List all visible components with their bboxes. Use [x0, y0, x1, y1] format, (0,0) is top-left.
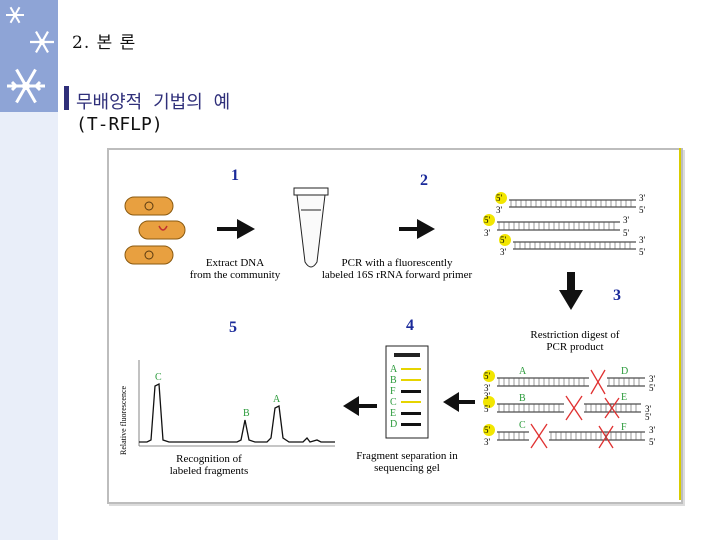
svg-text:5': 5'	[649, 383, 656, 393]
gel-band	[401, 390, 421, 393]
extract-label: Extract DNA	[206, 257, 264, 269]
gel-band-label: D	[390, 419, 397, 430]
snowflake-icon	[30, 31, 54, 53]
step-number-4: 4	[406, 317, 414, 334]
svg-text:3': 3'	[623, 215, 630, 225]
snowflake-icon	[6, 6, 24, 24]
svg-text:5': 5'	[639, 205, 646, 215]
fragment-label: B	[519, 393, 526, 404]
svg-text:5': 5'	[645, 412, 652, 422]
recognition-label: Recognition of	[176, 453, 242, 465]
fragment-label: A	[519, 366, 527, 377]
svg-text:3': 3'	[484, 383, 491, 393]
fragment-label: E	[621, 392, 627, 403]
svg-text:5': 5'	[496, 193, 503, 203]
svg-text:3': 3'	[496, 205, 503, 215]
svg-text:5': 5'	[484, 425, 491, 435]
svg-text:5': 5'	[639, 247, 646, 257]
subtitle-method-name: (T-RFLP)	[76, 114, 163, 135]
svg-text:5': 5'	[649, 437, 656, 447]
svg-text:3': 3'	[649, 374, 656, 384]
gel-band-label: A	[390, 364, 398, 375]
arrow-left-icon	[343, 396, 377, 416]
gel-band-label: E	[390, 408, 396, 419]
diagram-canvas: 1 2 3 4 5 Extract DNA from the community…	[119, 167, 656, 477]
pcr-products: 5' 3' 5' 3' 5' 3' 3' 5' 3' 5' 3' 5'	[483, 192, 646, 257]
pcr-tube-icon	[293, 187, 329, 268]
svg-text:3': 3'	[639, 235, 646, 245]
gel-label: Fragment separation in	[356, 450, 458, 462]
electropherogram-trace	[139, 382, 335, 443]
svg-text:3': 3'	[500, 247, 507, 257]
sidebar-decoration	[0, 0, 58, 540]
gel-label: sequencing gel	[374, 462, 440, 474]
step-number-2: 2	[420, 172, 428, 189]
pcr-label: labeled 16S rRNA forward primer	[322, 269, 473, 281]
svg-text:5': 5'	[500, 235, 507, 245]
peak-label: A	[273, 394, 281, 405]
gel-band	[401, 412, 421, 415]
step-number-1: 1	[231, 167, 239, 184]
fragment-label: C	[519, 420, 526, 431]
pcr-label: PCR with a fluorescently	[342, 257, 453, 269]
slide-edge-line	[679, 148, 681, 500]
recognition-label: labeled fragments	[170, 465, 249, 477]
digested-fragments: 5' 3' 3' 5' 5' 3' 3' 5' 3' 5' 3' 5'	[483, 366, 656, 449]
arrow-icon	[399, 219, 435, 239]
page-title: 2. 본 론	[72, 33, 137, 53]
arrow-icon	[217, 219, 255, 239]
step-number-3: 3	[613, 287, 621, 304]
svg-text:5': 5'	[484, 371, 491, 381]
t-rflp-diagram: 1 2 3 4 5 Extract DNA from the community…	[107, 148, 683, 504]
gel-band-label: B	[390, 375, 397, 386]
arrow-left-icon	[443, 392, 475, 412]
peak-label: C	[155, 372, 162, 383]
snowflake-icon	[7, 68, 45, 104]
peak-label: B	[243, 408, 250, 419]
y-axis-label: Relative fluorescence	[119, 385, 128, 455]
svg-text:3': 3'	[484, 391, 491, 401]
digest-label: PCR product	[546, 341, 603, 353]
gel-band	[401, 368, 421, 370]
arrow-down-icon	[559, 272, 583, 310]
subtitle-bullet-bar	[64, 86, 69, 110]
svg-text:3': 3'	[649, 425, 656, 435]
extract-label: from the community	[190, 269, 281, 281]
fragment-label: D	[621, 366, 628, 377]
svg-text:3': 3'	[639, 193, 646, 203]
gel-band	[401, 423, 421, 426]
svg-text:3': 3'	[645, 404, 652, 414]
gel-band-label: F	[390, 386, 396, 397]
svg-text:5': 5'	[623, 228, 630, 238]
fragment-label: F	[621, 422, 627, 433]
electropherogram: Relative fluorescence C B A	[119, 360, 335, 455]
svg-text:5': 5'	[484, 404, 491, 414]
gel-band	[401, 379, 421, 381]
gel-band	[401, 401, 421, 403]
bacteria-cells	[124, 196, 186, 265]
svg-text:5': 5'	[484, 215, 491, 225]
gel-band-label: C	[390, 397, 397, 408]
svg-text:3': 3'	[484, 437, 491, 447]
digest-label: Restriction digest of	[530, 329, 620, 341]
subtitle: 무배양적 기법의 예	[76, 92, 231, 113]
svg-text:3': 3'	[484, 228, 491, 238]
step-number-5: 5	[229, 319, 237, 336]
